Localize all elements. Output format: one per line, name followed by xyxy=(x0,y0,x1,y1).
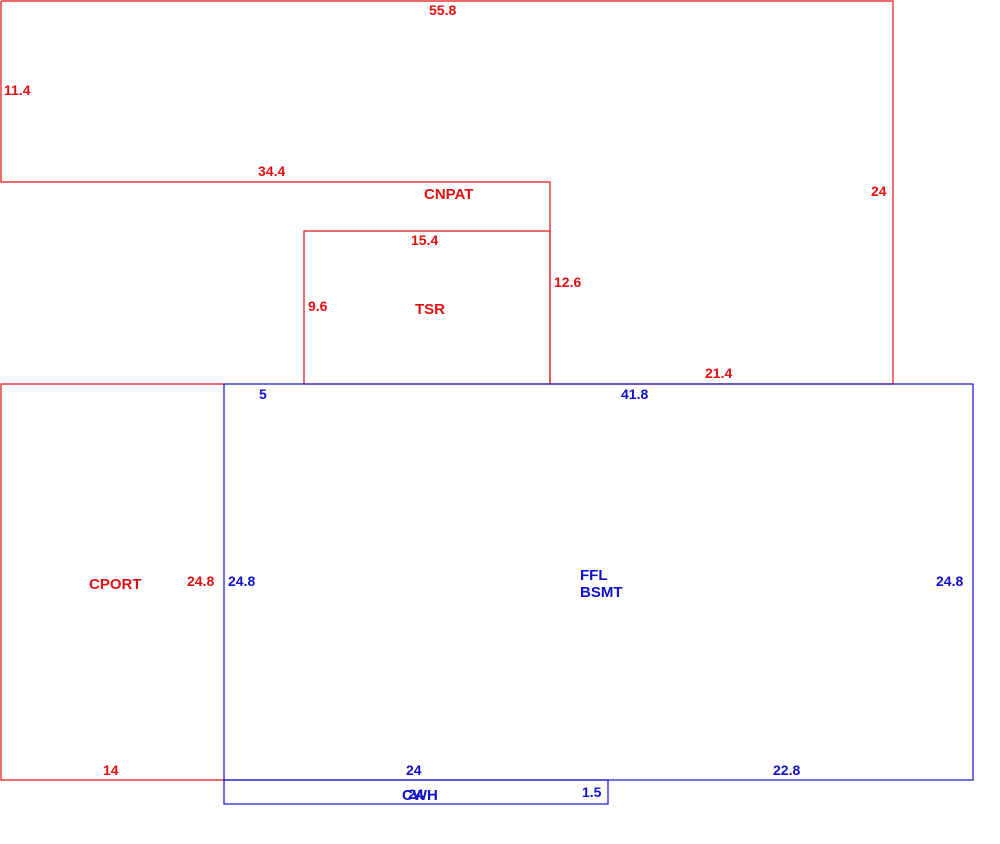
ffl-label: FFL xyxy=(580,567,608,584)
red-outlines xyxy=(0,0,894,781)
dim-cnpat-bottom: 21.4 xyxy=(705,365,732,381)
cport-label: CPORT xyxy=(89,576,142,593)
cport-outline xyxy=(0,383,224,781)
dim-cwh-width: 24 xyxy=(408,786,424,802)
dim-ffl-top-left: 5 xyxy=(259,386,267,402)
dim-ffl-right: 24.8 xyxy=(936,573,963,589)
dim-ffl-left: 24.8 xyxy=(228,573,255,589)
dim-tsr-left: 9.6 xyxy=(308,298,328,314)
dim-cport-bottom: 14 xyxy=(103,762,119,778)
dim-cnpat-step: 34.4 xyxy=(258,163,285,179)
cwh-label: CWH xyxy=(402,787,438,804)
cwh-outline xyxy=(223,779,609,805)
blue-outlines xyxy=(223,383,974,805)
dim-cnpat-right: 24 xyxy=(871,183,887,199)
dim-cnpat-top: 55.8 xyxy=(429,2,456,18)
tsr-label: TSR xyxy=(415,301,445,318)
dim-cnpat-left: 11.4 xyxy=(4,82,31,98)
dim-cport-right: 24.8 xyxy=(187,573,214,589)
dim-tsr-right: 12.6 xyxy=(554,274,581,290)
dim-ffl-bottom-right: 22.8 xyxy=(773,762,800,778)
bsmt-label: BSMT xyxy=(580,584,623,601)
cnpat-label: CNPAT xyxy=(424,186,473,203)
dim-cwh-depth: 1.5 xyxy=(582,784,602,800)
dim-ffl-top: 41.8 xyxy=(621,386,648,402)
dim-tsr-top: 15.4 xyxy=(411,232,438,248)
dim-ffl-bottom-left: 24 xyxy=(406,762,422,778)
